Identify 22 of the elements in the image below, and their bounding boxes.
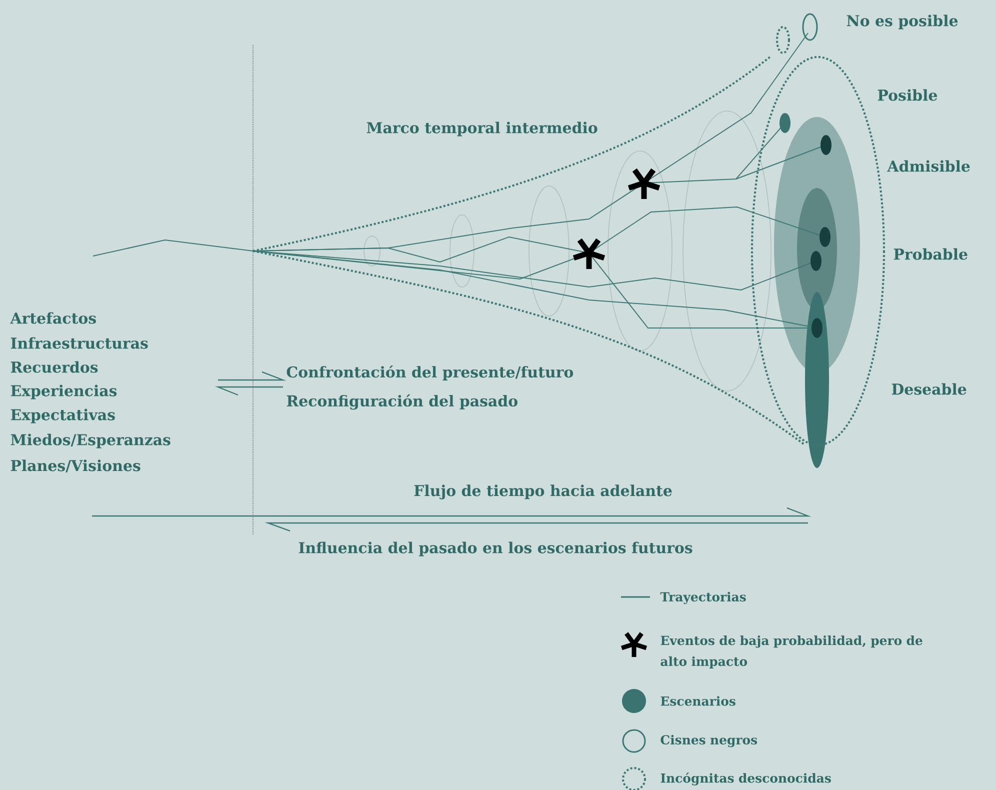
legend-label: Incógnitas desconocidas — [660, 772, 831, 786]
legend-label: Escenarios — [660, 696, 736, 706]
diagram-label: Marco temporal intermedio — [366, 122, 598, 136]
legend-label: Eventos de baja probabilidad, pero de alto impacto — [660, 636, 922, 668]
legend-label: Trayectorias — [660, 592, 746, 604]
diagram-label: Flujo de tiempo hacia adelante — [414, 484, 672, 500]
diagram-label: No es posible — [846, 14, 958, 30]
diagram-label: Confrontación del presente/futuro — [286, 365, 574, 381]
diagram-label: Recuerdos — [10, 361, 98, 373]
diagram-label: Posible — [878, 89, 938, 101]
diagram-label: Reconfiguración del pasado — [286, 394, 518, 410]
diagram-label: Deseable — [892, 383, 966, 395]
diagram-label: Expectativas — [10, 408, 115, 424]
diagram-label: Experiencias — [10, 384, 117, 400]
diagram-label: Influencia del pasado en los escenarios futuros — [298, 542, 692, 556]
diagram-label: Artefactos — [10, 312, 96, 324]
diagram-label: Admisible — [887, 160, 970, 172]
legend-label: Cisnes negros — [660, 734, 758, 748]
diagram-label: Infraestructuras — [10, 337, 148, 349]
diagram-label: Planes/Visiones — [10, 460, 140, 472]
diagram-label: Probable — [894, 248, 968, 260]
diagram-label: Miedos/Esperanzas — [10, 434, 170, 448]
